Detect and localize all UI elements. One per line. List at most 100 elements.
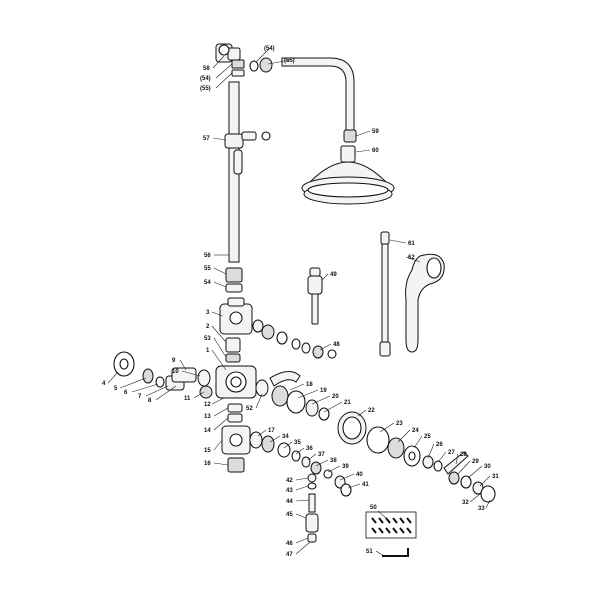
leader-line	[311, 395, 331, 405]
leader-line	[213, 281, 227, 288]
leader-line	[427, 443, 435, 459]
leader-line	[319, 343, 332, 351]
leader-line	[213, 439, 223, 451]
leader-line	[212, 137, 227, 141]
label-16: 16	[204, 461, 211, 467]
leader-line	[405, 256, 421, 263]
label-21: 21	[344, 400, 351, 406]
leader-line	[119, 377, 147, 389]
leader-line	[213, 462, 229, 466]
label-40: 40	[356, 472, 363, 478]
leader-line	[145, 385, 169, 397]
connector-2	[225, 337, 241, 353]
leader-line	[327, 465, 341, 473]
label-62: 62	[408, 255, 415, 261]
label-13: 13	[204, 414, 211, 420]
label-55a: (55)	[200, 86, 211, 92]
temperature-handle	[337, 411, 421, 467]
leader-line	[131, 383, 159, 393]
label-27: 27	[448, 450, 455, 456]
lower-body-14	[227, 413, 243, 423]
leader-line	[323, 401, 343, 413]
label-60: 60	[372, 148, 379, 154]
screw	[371, 517, 377, 524]
leader-line	[469, 493, 481, 503]
leader-line	[455, 453, 459, 465]
leader-line	[257, 429, 267, 437]
label-44: 44	[286, 499, 293, 505]
label-18: 18	[306, 382, 313, 388]
right-fittings-row-lower	[249, 431, 352, 497]
leader-line	[213, 417, 229, 431]
thermostatic-valve-body-1	[215, 365, 257, 399]
lower-body-13	[227, 403, 243, 413]
screw	[385, 527, 391, 534]
label-17: 17	[268, 428, 275, 434]
leader-line	[315, 459, 329, 467]
label-51: 51	[366, 549, 373, 555]
diverter-fittings-row	[252, 319, 337, 359]
label-55b: (55)	[284, 58, 295, 64]
label-4: 4	[102, 381, 106, 387]
leader-line	[467, 465, 483, 479]
left-fittings-row	[113, 351, 213, 399]
label-57: 57	[203, 136, 210, 142]
label-30: 30	[484, 464, 491, 470]
leader-line	[211, 397, 225, 405]
leader-line	[283, 441, 293, 449]
leader-line	[321, 273, 329, 281]
label-48: 48	[333, 342, 340, 348]
label-22: 22	[368, 408, 375, 414]
diverter-body-3	[219, 297, 253, 335]
leader-line	[307, 453, 317, 461]
label-61: 61	[408, 241, 415, 247]
leader-line	[295, 485, 309, 491]
leader-line	[355, 149, 371, 153]
leader-line	[295, 447, 305, 455]
label-15: 15	[204, 448, 211, 454]
leader-line	[389, 239, 407, 244]
label-6: 6	[124, 390, 128, 396]
label-45: 45	[286, 512, 293, 518]
leader-line	[295, 513, 307, 519]
leader-line	[107, 371, 119, 384]
label-58: 58	[203, 66, 210, 72]
shower-head-60	[301, 145, 395, 205]
valve-stem-49	[307, 267, 323, 325]
allen-key-51	[382, 548, 409, 557]
nut-55	[259, 57, 273, 73]
screw	[392, 527, 398, 534]
label-52: 52	[246, 406, 253, 412]
right-fittings-row-upper	[255, 371, 330, 421]
leader-line	[193, 391, 205, 399]
arm-connector-59	[343, 129, 357, 143]
label-54: 54	[204, 280, 211, 286]
leader-line	[375, 550, 385, 557]
label-23: 23	[396, 421, 403, 427]
screw-pack-50	[365, 511, 417, 539]
leader-line	[297, 389, 319, 399]
leader-line	[211, 325, 227, 343]
olive-ring-54	[249, 60, 259, 72]
label-55: 55	[204, 266, 211, 272]
label-50: 50	[370, 505, 377, 511]
leader-line	[213, 407, 229, 417]
leader-line	[215, 63, 233, 79]
leader-line	[267, 59, 291, 65]
leader-line	[295, 477, 309, 481]
leader-line	[355, 130, 371, 137]
leader-line	[269, 435, 281, 443]
screw	[399, 517, 405, 524]
screw	[392, 517, 398, 524]
label-31: 31	[492, 474, 499, 480]
label-29: 29	[472, 459, 479, 465]
leader-line	[437, 451, 447, 463]
leader-line	[211, 311, 223, 317]
label-19: 19	[320, 388, 327, 394]
leader-line	[212, 55, 225, 69]
riser-nut-54	[231, 59, 245, 69]
shower-hose-61	[379, 231, 391, 357]
screw	[406, 517, 412, 524]
label-24: 24	[412, 428, 419, 434]
